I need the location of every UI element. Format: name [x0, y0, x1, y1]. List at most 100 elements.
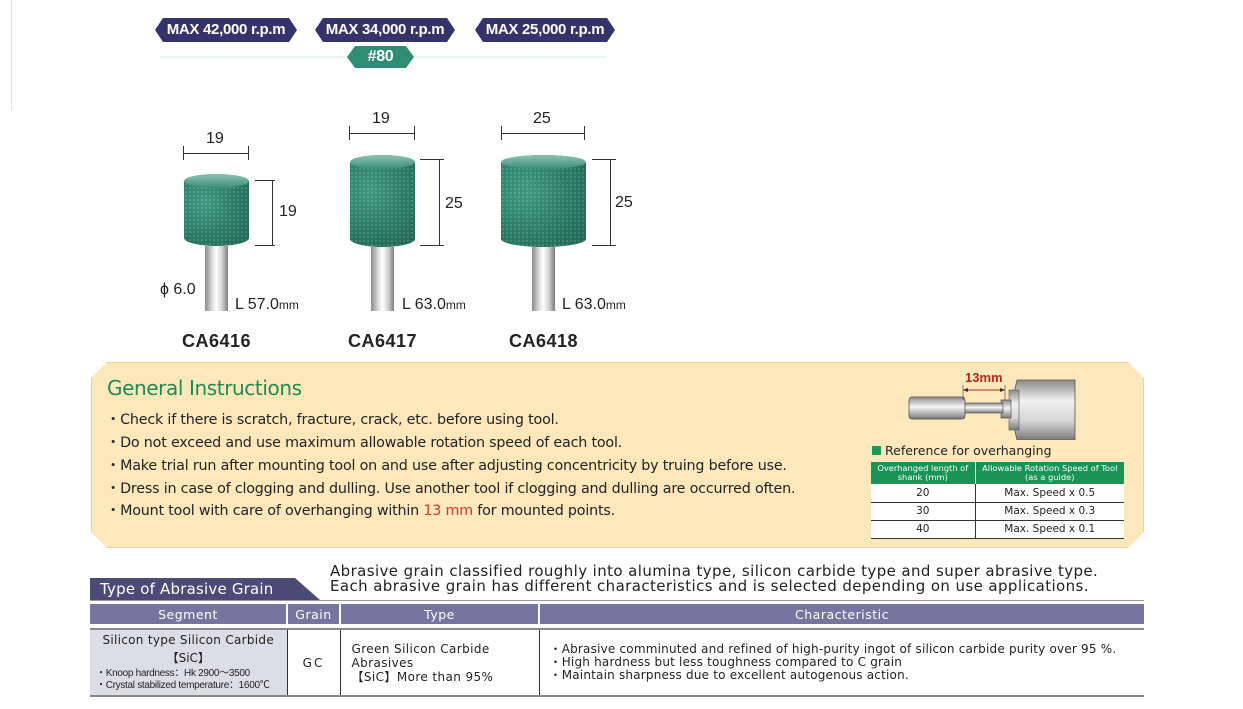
dim-tick: [255, 180, 275, 181]
dim-tick: [248, 146, 249, 160]
grinding-head: [184, 174, 249, 246]
dim-tick: [414, 126, 415, 140]
overhang-diagram: [908, 379, 1076, 440]
overhang-limit-highlight: 13 mm: [423, 503, 473, 519]
instruction-item: ・Do not exceed and use maximum allowable…: [106, 435, 623, 451]
abrasive-grain-table: Segment Grain Type Characteristic Silico…: [90, 604, 1144, 697]
overhang-length: 30: [871, 502, 976, 521]
grinding-head: [350, 155, 415, 247]
allowable-speed: Max. Speed x 0.5: [975, 484, 1124, 503]
height-dimension: 25: [615, 194, 633, 211]
type-line: 【SiC】More than 95%: [351, 669, 494, 684]
type-cell: Green Silicon Carbide Abrasives 【SiC】Mor…: [340, 629, 540, 697]
shank: [532, 247, 555, 311]
description-line: Each abrasive grain has different charac…: [330, 577, 1089, 595]
column-header: Overhanged length of shank (mm): [871, 462, 976, 484]
type-line: Green Silicon Carbide: [351, 641, 490, 656]
width-dimension: 19: [372, 110, 390, 127]
column-header-characteristic: Characteristic: [539, 604, 1144, 624]
column-header-segment: Segment: [90, 604, 288, 624]
segment-cell: Silicon type Silicon Carbide 【SiC】 ・Knoo…: [90, 629, 288, 697]
instruction-item: ・Make trial run after mounting tool on a…: [106, 458, 787, 474]
length-value: L 57.0: [235, 296, 279, 313]
type-line: Abrasives: [351, 655, 414, 670]
table-row: 40 Max. Speed x 0.1: [871, 520, 1124, 539]
height-dimension-line: [610, 159, 611, 246]
overhang-reference-table: Overhanged length of shank (mm) Allowabl…: [871, 462, 1124, 539]
segment-note: ・Crystal stabilized temperature：1600℃: [96, 680, 270, 691]
max-speed-badge-ca6416: MAX 42,000 r.p.m: [155, 18, 297, 42]
grinding-head: [501, 155, 586, 247]
height-dimension-line: [439, 159, 440, 246]
product-code: CA6416: [182, 331, 252, 351]
dim-tick: [349, 126, 350, 140]
height-dimension: 19: [279, 203, 297, 220]
characteristic-line: ・Maintain sharpness due to excellent aut…: [549, 668, 909, 682]
width-dimension: 25: [533, 110, 551, 127]
column-header-type: Type: [340, 604, 540, 624]
characteristic-cell: ・Abrasive comminuted and refined of high…: [539, 629, 1144, 697]
shank: [371, 247, 394, 311]
instruction-item: ・Dress in case of clogging and dulling. …: [106, 481, 796, 497]
reference-title-text: Reference for overhanging: [885, 443, 1052, 458]
characteristic-line: ・Abrasive comminuted and refined of high…: [549, 642, 1117, 656]
mounted-point-head: [908, 396, 966, 420]
reference-title: Reference for overhanging: [872, 443, 1052, 458]
product-code: CA6417: [348, 331, 418, 351]
instruction-item: ・Check if there is scratch, fracture, cr…: [106, 412, 559, 428]
dim-tick: [420, 159, 444, 160]
chuck-body: [1012, 379, 1076, 440]
overhang-length: 40: [871, 520, 976, 539]
overall-length: L 63.0mm: [562, 296, 626, 314]
grit-badge: #80: [347, 46, 414, 68]
abrasive-grain-section-title: Type of Abrasive Grain: [90, 578, 320, 600]
overall-length: L 63.0mm: [402, 296, 466, 314]
green-square-icon: [872, 446, 881, 455]
height-dimension-line: [272, 180, 273, 246]
description-line: Abrasive grain classified roughly into a…: [330, 562, 1099, 580]
characteristic-line: ・High hardness but less toughness compar…: [549, 655, 903, 669]
dim-tick: [584, 126, 585, 140]
segment-note: ・Knoop hardness：Hk 2900～3500: [96, 668, 250, 679]
overhang-length: 20: [871, 484, 976, 503]
column-header-grain: Grain: [287, 604, 341, 624]
width-dimension: 19: [206, 130, 224, 147]
grain-cell: GC: [287, 629, 341, 697]
page-edge-rule: [11, 0, 12, 110]
length-unit: mm: [278, 298, 299, 312]
allowable-speed: Max. Speed x 0.3: [975, 502, 1124, 521]
shank-diameter: ϕ 6.0: [160, 281, 196, 298]
width-dimension-line: [349, 133, 415, 134]
dim-tick: [255, 245, 275, 246]
segment-formula: 【SiC】: [166, 651, 210, 665]
max-speed-badge-ca6418: MAX 25,000 r.p.m: [475, 18, 615, 42]
overhang-dimension-label: 13mm: [965, 370, 1003, 385]
segment-name: Silicon type Silicon Carbide: [102, 633, 275, 647]
allowable-speed: Max. Speed x 0.1: [975, 520, 1124, 539]
instruction-text: ・Mount tool with care of overhanging wit…: [106, 503, 424, 519]
dim-tick: [501, 126, 502, 140]
max-speed-badge-ca6417: MAX 34,000 r.p.m: [315, 18, 455, 42]
dim-tick: [183, 146, 184, 160]
product-code: CA6418: [509, 331, 579, 351]
table-row: 30 Max. Speed x 0.3: [871, 502, 1124, 521]
width-dimension-line: [183, 153, 249, 154]
dim-tick: [592, 245, 616, 246]
overall-length: L 57.0mm: [235, 296, 299, 314]
instruction-item: ・Mount tool with care of overhanging wit…: [106, 499, 615, 520]
width-dimension-line: [501, 133, 585, 134]
abrasive-grain-description: Abrasive grain classified roughly into a…: [330, 564, 1098, 594]
column-header: Allowable Rotation Speed of Tool (as a g…: [975, 462, 1124, 484]
shank: [205, 246, 228, 311]
dim-tick: [592, 159, 616, 160]
length-unit: mm: [605, 298, 626, 312]
length-value: L 63.0: [562, 296, 606, 313]
section-divider: [90, 600, 1144, 601]
dim-tick: [420, 245, 444, 246]
length-unit: mm: [445, 298, 466, 312]
table-row: Silicon type Silicon Carbide 【SiC】 ・Knoo…: [90, 629, 1144, 697]
general-instructions-title: General Instructions: [107, 376, 302, 400]
length-value: L 63.0: [402, 296, 446, 313]
shank: [962, 402, 1004, 414]
table-row: 20 Max. Speed x 0.5: [871, 484, 1124, 503]
